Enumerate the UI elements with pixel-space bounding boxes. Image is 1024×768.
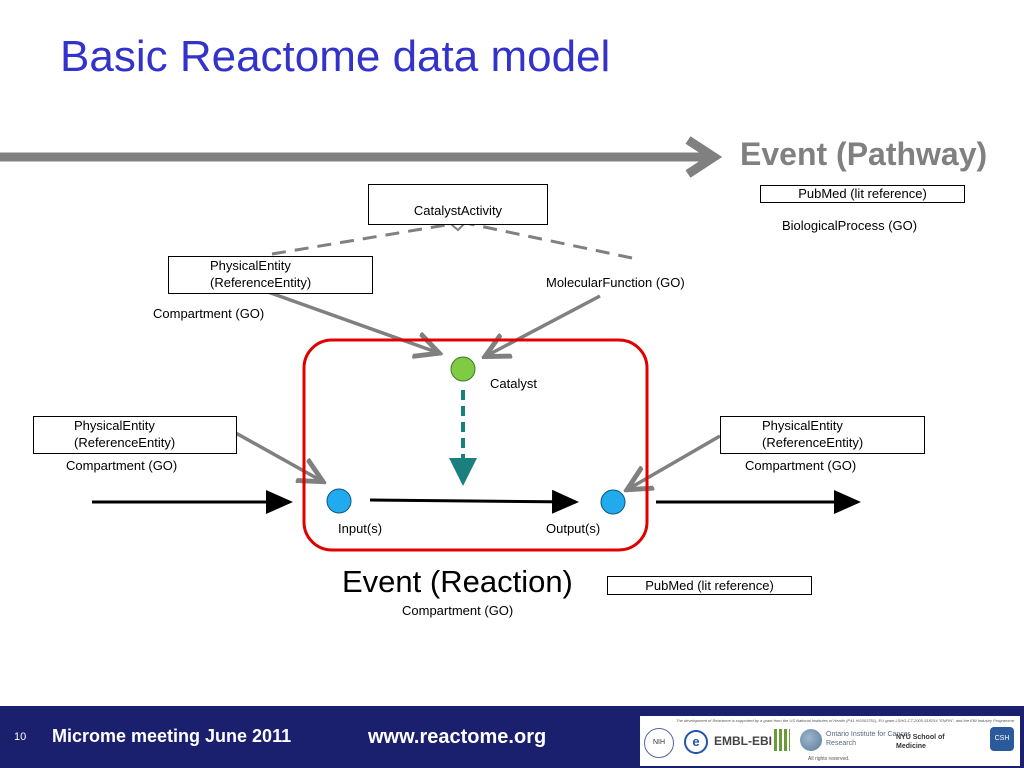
oicr-globe-icon — [800, 729, 822, 751]
reaction-flow-arrow — [369, 489, 579, 514]
output-entity-line2: (ReferenceEntity) — [762, 435, 864, 450]
enfin-logo: e — [684, 730, 708, 754]
rights-note: All rights reserved. — [808, 756, 850, 762]
input-entity-line1: PhysicalEntity — [74, 418, 155, 433]
catalyst-activity-label: CatalystActivity — [413, 203, 503, 218]
catalyst-compartment-label: Compartment (GO) — [153, 306, 265, 321]
cshl-logo: CSH — [990, 727, 1014, 751]
output-entity-arrow — [630, 434, 721, 488]
catalyst-activity-dashed-links — [271, 219, 633, 260]
catalyst-entity-line2: (ReferenceEntity) — [210, 275, 312, 290]
function-to-catalyst-arrow — [488, 294, 601, 355]
input-node — [326, 488, 352, 514]
input-label: Input(s) — [338, 521, 383, 536]
output-label: Output(s) — [546, 521, 601, 536]
biological-process-label: BiologicalProcess (GO) — [782, 218, 918, 233]
pathway-pubmed-box: PubMed (lit reference) — [760, 185, 965, 203]
footer-url-link[interactable]: www.reactome.org — [368, 726, 547, 748]
catalyst-entity-line1: PhysicalEntity — [210, 258, 291, 273]
input-entity-arrow — [233, 430, 320, 480]
input-compartment-label: Compartment (GO) — [66, 458, 178, 473]
reaction-compartment-label: Compartment (GO) — [402, 603, 514, 618]
sponsor-logo-strip: The development of Reactome is supported… — [640, 716, 1020, 766]
reaction-pubmed-label: PubMed (lit reference) — [645, 578, 774, 593]
output-entity-line1: PhysicalEntity — [762, 418, 843, 433]
reaction-title: Event (Reaction) — [342, 564, 573, 599]
pathway-title: Event (Pathway) — [740, 136, 988, 172]
reaction-box — [302, 338, 649, 552]
output-node — [600, 489, 626, 515]
catalyst-node — [450, 356, 476, 382]
output-entity-box: PhysicalEntity (ReferenceEntity) — [720, 416, 925, 454]
pathway-arrow — [0, 136, 723, 178]
slide-number: 10 — [14, 731, 27, 743]
oicr-logo: Ontario Institute for Cancer Research — [826, 731, 911, 747]
nih-logo: NIH — [644, 728, 674, 758]
nyu-logo: NYU School of Medicine — [896, 734, 945, 750]
footer-meeting-text: Microme meeting June 2011 — [52, 726, 292, 746]
pathway-pubmed-label: PubMed (lit reference) — [798, 186, 927, 201]
output-compartment-label: Compartment (GO) — [745, 458, 857, 473]
input-entity-line2: (ReferenceEntity) — [74, 435, 176, 450]
diagram-canvas — [0, 136, 861, 552]
embl-ebi-logo: EMBL-EBI — [714, 734, 772, 748]
input-entity-box: PhysicalEntity (ReferenceEntity) — [33, 416, 237, 454]
page-title: Basic Reactome data model — [60, 32, 611, 81]
catalyst-activity-box: CatalystActivity — [368, 184, 548, 225]
catalyst-label: Catalyst — [490, 376, 537, 391]
reaction-pubmed-box: PubMed (lit reference) — [607, 576, 812, 595]
catalyst-entity-box: PhysicalEntity (ReferenceEntity) — [168, 256, 373, 294]
embl-ebi-grid-icon — [774, 729, 790, 751]
molecular-function-label: MolecularFunction (GO) — [546, 275, 685, 290]
entity-to-catalyst-arrow — [267, 290, 436, 352]
funding-note: The development of Reactome is supported… — [676, 718, 1016, 723]
